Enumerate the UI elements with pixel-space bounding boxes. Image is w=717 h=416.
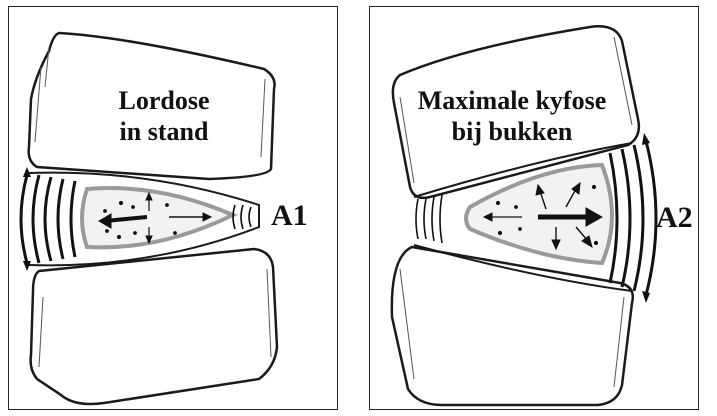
caption-kyphosis: Maximale kyfose bij bukken <box>392 85 632 147</box>
caption-lordosis-line2: in stand <box>79 116 249 147</box>
caption-lordosis-line1: Lordose <box>79 85 249 116</box>
lower-vertebra <box>392 247 633 405</box>
annulus-fibers-right <box>610 141 656 295</box>
caption-lordosis: Lordose in stand <box>79 85 249 147</box>
disc-kyphosis-illustration <box>370 7 700 411</box>
lower-vertebra <box>31 249 277 404</box>
label-a2: A2 <box>656 201 693 235</box>
label-a1: A1 <box>271 199 308 233</box>
caption-kyphosis-line1: Maximale kyfose <box>392 85 632 116</box>
annulus-fibers-left <box>21 175 75 263</box>
panel-kyphosis: Maximale kyfose bij bukken A2 <box>369 6 699 410</box>
panel-lordosis: Lordose in stand A1 <box>8 6 338 410</box>
caption-kyphosis-line2: bij bukken <box>392 116 632 147</box>
